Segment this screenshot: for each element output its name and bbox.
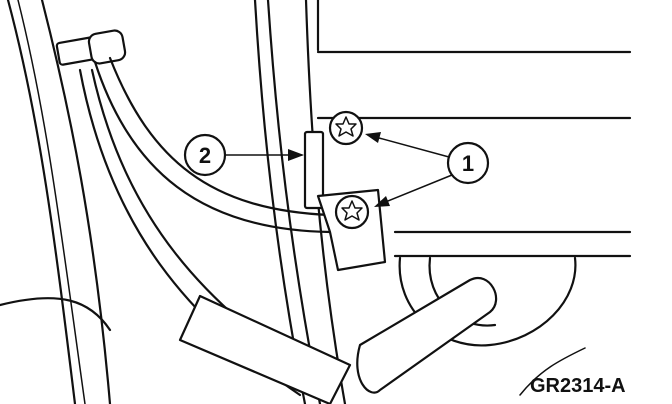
callout-2-label: 2 [199,143,211,168]
callout-1-arrowhead-lower [374,196,390,207]
door-frame-edges [6,0,112,404]
callout-1-leader-lower [377,174,453,206]
figure-reference: GR2314-A [530,375,626,397]
window-channel-lines [316,50,632,258]
ref-leader-line [519,347,586,396]
upper-screw [328,110,364,146]
cable-end-connector [55,29,127,66]
callout-2-arrowhead [288,149,304,161]
callout-1-leader-upper [367,134,450,158]
latch-bracket [303,130,325,210]
callout-1-arrowhead-upper [365,132,381,143]
lower-screw [334,194,370,230]
trim-curve [0,297,112,332]
callout-1-label: 1 [462,151,474,176]
callout-2-group: 2 [183,133,304,177]
door-handle-bar [178,276,498,404]
callout-1-circle [446,141,490,185]
callout-1-group: 1 [365,132,490,207]
callout-2-circle [183,133,227,177]
lock-rod [93,56,332,234]
